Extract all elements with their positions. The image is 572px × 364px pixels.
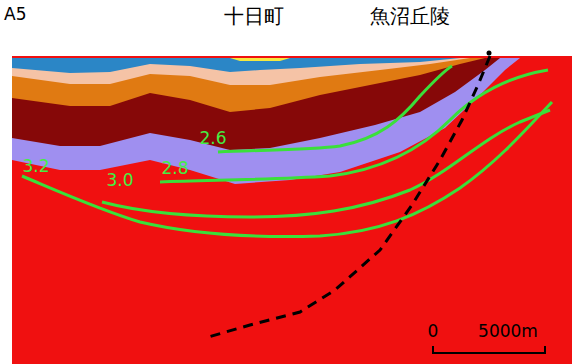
contour-value: 2.8 <box>161 160 188 177</box>
peach-layer <box>12 58 470 85</box>
blue-layer <box>12 58 460 73</box>
place-name: 魚沼丘陵 <box>370 6 450 26</box>
darkred-layer <box>12 58 500 150</box>
fault-line <box>205 56 490 338</box>
contour-lines <box>22 66 552 237</box>
yellow-deposit <box>230 58 290 61</box>
scale-bar <box>433 346 545 353</box>
place-name: 十日町 <box>224 6 284 26</box>
basement-layer <box>12 56 572 364</box>
fault-end <box>487 51 492 56</box>
contour-value: 3.2 <box>22 158 49 175</box>
contour-value: 2.6 <box>199 130 226 147</box>
contour-value: 3.0 <box>106 172 133 189</box>
section-id: A5 <box>4 6 26 23</box>
scale-value: 5000m <box>478 323 538 340</box>
scale-value: 0 <box>428 323 439 340</box>
